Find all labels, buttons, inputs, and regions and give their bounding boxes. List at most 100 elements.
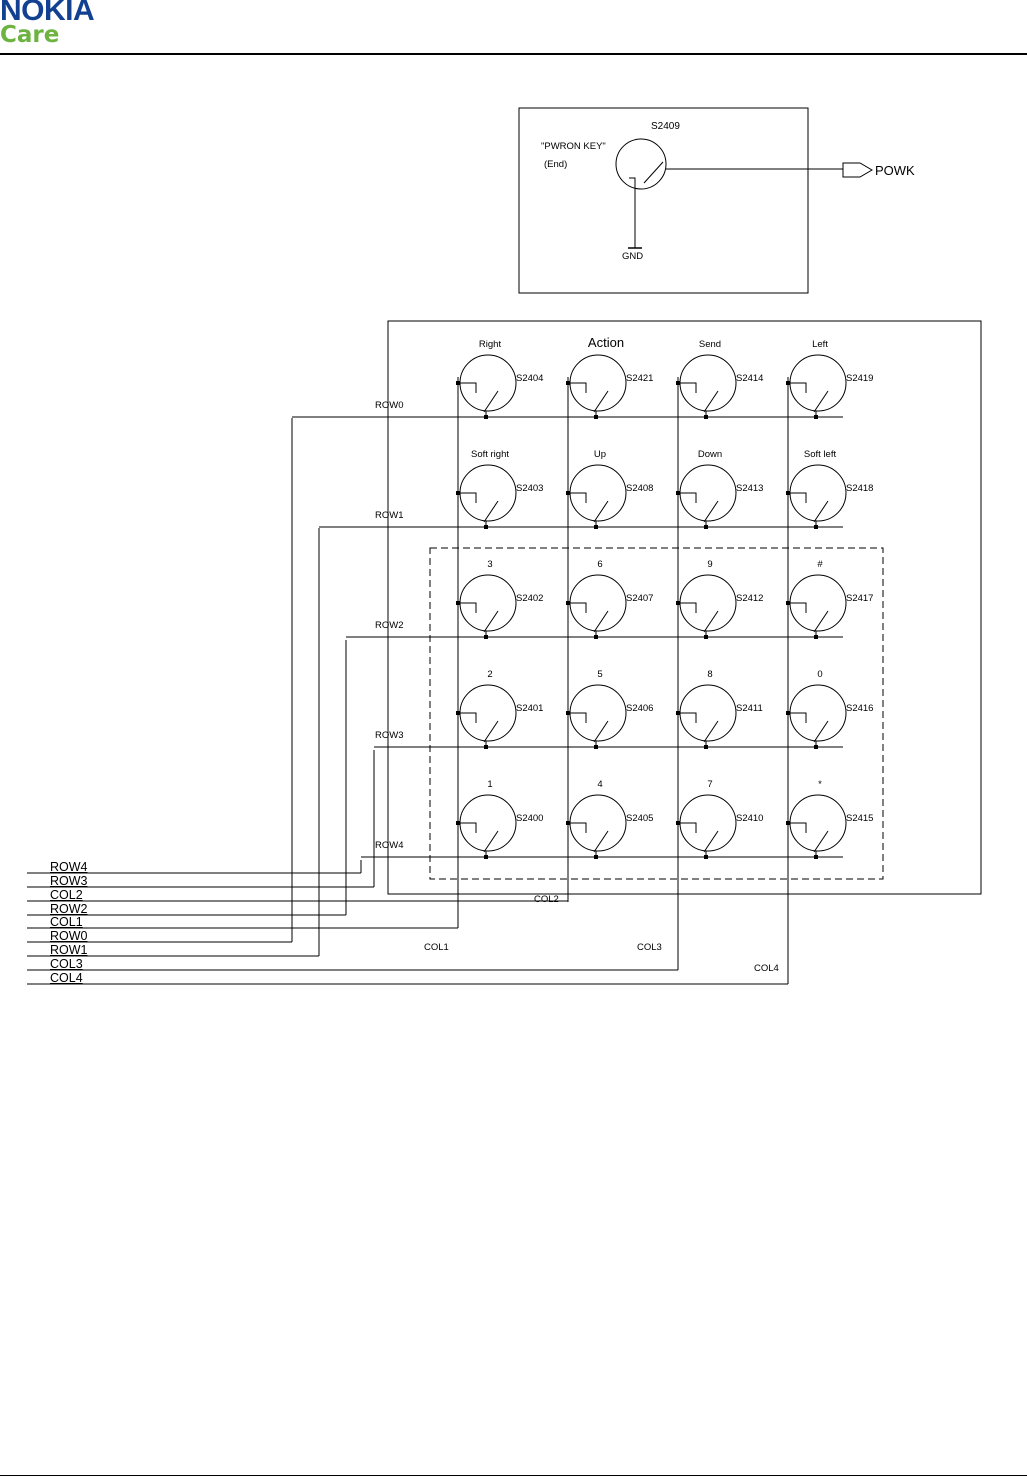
junction-dot [704,525,708,529]
key-name-label: 4 [597,779,602,790]
switch-blade [483,830,499,853]
key-ref-label: S2403 [516,483,543,494]
column-label: COL1 [424,942,449,953]
junction-dot [456,381,460,385]
junction-dot [484,525,488,529]
junction-dot [814,745,818,749]
key-ref-label: S2421 [626,373,653,384]
power-switch-symbol [615,138,667,190]
junction-dot [704,745,708,749]
key-name-label: 3 [487,559,492,570]
switch-blade [813,610,829,633]
key-ref-label: S2401 [516,703,543,714]
key-name-label: Right [479,339,502,350]
key-name-label: Up [594,449,606,460]
switch-contact [678,712,697,723]
junction-dot [704,635,708,639]
key-ref-label: S2412 [736,593,763,604]
connector-label: ROW3 [50,874,88,888]
key-name-label: 7 [707,779,712,790]
powk-port-symbol [842,162,873,178]
junction-dot [456,491,460,495]
key-ref-label: S2400 [516,813,543,824]
connector-label: COL1 [50,915,83,929]
keypad-box [387,320,982,895]
key-name-label: Send [699,339,721,350]
key-ref-label: S2419 [846,373,873,384]
key-ref-label: S2414 [736,373,763,384]
key-name-label: 9 [707,559,712,570]
switch-contact [458,492,477,503]
switch-blade [813,500,829,523]
key-ref-label: S2417 [846,593,873,604]
junction-dot [814,855,818,859]
switch-blade [703,830,719,853]
junction-dot [786,491,790,495]
power-key-ref: S2409 [651,121,680,132]
power-key-sublabel: (End) [544,159,567,170]
page-header: NOKIA Care [0,0,1027,56]
key-ref-label: S2416 [846,703,873,714]
connector-label: ROW4 [50,860,88,874]
key-ref-label: S2402 [516,593,543,604]
switch-blade [703,610,719,633]
key-name-label: # [817,559,823,570]
column-label: COL4 [754,963,779,974]
switch-contact [568,822,587,833]
key-name-label: Left [812,339,828,350]
switch-contact [568,712,587,723]
key-name-label: 1 [487,779,492,790]
junction-dot [566,381,570,385]
switch-blade [813,720,829,743]
key-ref-label: S2410 [736,813,763,824]
key-name-label: Down [698,449,722,460]
junction-dot [484,415,488,419]
power-key-label: "PWRON KEY" [541,141,606,152]
switch-blade [593,720,609,743]
switch-contact [788,382,807,393]
junction-dot [814,635,818,639]
junction-dot [594,745,598,749]
key-ref-label: S2411 [736,703,763,714]
key-name-label: * [818,779,822,790]
switch-blade [703,720,719,743]
junction-dot [566,601,570,605]
key-ref-label: S2413 [736,483,763,494]
switch-blade [593,830,609,853]
switch-blade [593,390,609,413]
switch-blade [703,390,719,413]
power-switch-contact [629,177,636,188]
switch-contact [678,492,697,503]
row-label: ROW0 [375,400,404,411]
junction-dot [676,601,680,605]
key-name-label: 2 [487,669,492,680]
switch-contact [678,382,697,393]
junction-dot [594,635,598,639]
junction-dot [566,711,570,715]
row-label: ROW1 [375,510,404,521]
key-ref-label: S2418 [846,483,873,494]
junction-dot [456,821,460,825]
junction-dot [814,525,818,529]
junction-dot [814,415,818,419]
numeric-keys-group [429,547,884,880]
junction-dot [676,821,680,825]
switch-contact [788,712,807,723]
key-ref-label: S2404 [516,373,543,384]
junction-dot [484,635,488,639]
switch-contact [678,602,697,613]
junction-dot [456,711,460,715]
connector-label: COL2 [50,888,83,902]
switch-blade [483,500,499,523]
column-label: COL2 [534,894,559,905]
connector-label: COL4 [50,971,83,985]
ground-label: GND [622,251,643,262]
junction-dot [456,601,460,605]
key-name-label: Soft left [804,449,837,460]
switch-blade [703,500,719,523]
switch-contact [458,712,477,723]
switch-blade [483,720,499,743]
footer-divider [0,1475,1027,1476]
key-name-label: 8 [707,669,712,680]
